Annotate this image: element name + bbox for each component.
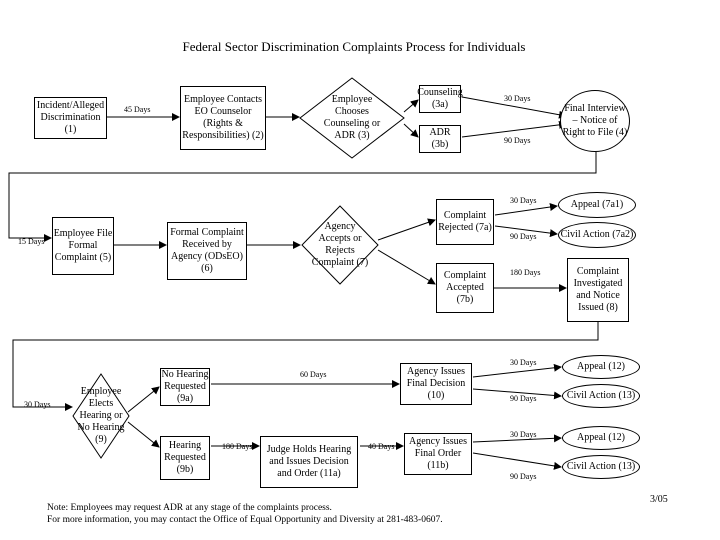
step-7b-complaint-accepted: Complaint Accepted (7b)	[436, 263, 494, 313]
time-label-90-days-adr: 90 Days	[504, 136, 531, 145]
time-label-15-days: 15 Days	[18, 237, 45, 246]
step-12-appeal-order: Appeal (12)	[562, 426, 640, 450]
time-label-30-days-election: 30 Days	[24, 400, 51, 409]
step-7-accept-or-reject: Agency Accepts or Rejects Complaint (7)	[302, 206, 378, 284]
step-7a2-civil-action: Civil Action (7a2)	[558, 222, 636, 248]
step-4-final-interview: Final Interview – Notice of Right to Fil…	[560, 90, 630, 152]
step-7a-complaint-rejected: Complaint Rejected (7a)	[436, 199, 494, 245]
step-12-appeal: Appeal (12)	[562, 355, 640, 379]
diagram-title: Federal Sector Discrimination Complaints…	[182, 39, 526, 54]
decision-diamond-9	[72, 373, 130, 459]
time-label-30-days-decision: 30 Days	[510, 358, 537, 367]
time-label-180-days-hearing: 180 Days	[222, 442, 253, 451]
step-7a1-appeal: Appeal (7a1)	[558, 192, 636, 218]
revision-date: 3/05	[650, 494, 668, 505]
step-11b-final-order: Agency Issues Final Order (11b)	[404, 433, 472, 475]
time-label-90-days-order: 90 Days	[510, 472, 537, 481]
step-11a-judge-hearing: Judge Holds Hearing and Issues Decision …	[260, 436, 358, 488]
step-3a-counseling: Counseling (3a)	[417, 85, 463, 113]
step-3b-adr: ADR (3b)	[419, 125, 461, 153]
footnote-line-1: Note: Employees may request ADR at any s…	[47, 503, 332, 513]
time-label-90-days-rejected: 90 Days	[510, 232, 537, 241]
decision-diamond-7	[301, 205, 379, 285]
step-3-choose-counseling-or-adr: Employee Chooses Counseling or ADR (3)	[300, 78, 404, 158]
step-9b-hearing-requested: Hearing Requested (9b)	[160, 436, 210, 480]
time-label-45-days: 45 Days	[124, 105, 151, 114]
step-13-civil-action-order: Civil Action (13)	[562, 455, 640, 479]
step-2-contact-counselor: Employee Contacts EO Counselor (Rights &…	[180, 86, 266, 150]
step-7-label: Agency Accepts or Rejects Complaint (7)	[311, 221, 369, 268]
time-label-60-days: 60 Days	[300, 370, 327, 379]
time-label-30-days-counseling: 30 Days	[504, 94, 531, 103]
step-1-incident: Incident/Alleged Discrimination (1)	[34, 97, 107, 139]
step-13-civil-action: Civil Action (13)	[562, 384, 640, 408]
time-label-30-days-order: 30 Days	[510, 430, 537, 439]
step-10-final-decision: Agency Issues Final Decision (10)	[400, 363, 472, 405]
footnote-line-2: For more information, you may contact th…	[47, 515, 443, 525]
step-9-label: Employee Elects Hearing or No Hearing (9…	[77, 386, 125, 445]
time-label-30-days-rejected: 30 Days	[510, 196, 537, 205]
decision-diamond-3	[299, 77, 405, 159]
step-6-complaint-received: Formal Complaint Received by Agency (ODs…	[167, 222, 247, 280]
step-9-elect-hearing: Employee Elects Hearing or No Hearing (9…	[73, 374, 129, 458]
time-label-180-days-investigation: 180 Days	[510, 268, 541, 277]
step-3-label: Employee Chooses Counseling or ADR (3)	[323, 94, 381, 141]
step-5-file-formal-complaint: Employee File Formal Complaint (5)	[52, 217, 114, 275]
time-label-90-days-decision: 90 Days	[510, 394, 537, 403]
time-label-40-days: 40 Days	[368, 442, 395, 451]
step-9a-no-hearing: No Hearing Requested (9a)	[160, 368, 210, 406]
step-8-complaint-investigated: Complaint Investigated and Notice Issued…	[567, 258, 629, 322]
footnote: Note: Employees may request ADR at any s…	[47, 502, 443, 526]
